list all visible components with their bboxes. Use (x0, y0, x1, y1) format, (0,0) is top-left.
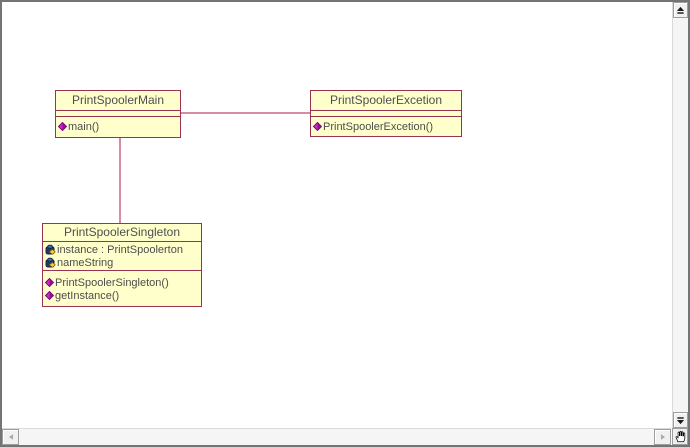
horizontal-scrollbar-track[interactable] (19, 429, 654, 445)
class-printspoolersingleton[interactable]: PrintSpoolerSingleton instance : PrintSp… (42, 223, 202, 307)
pan-corner-button[interactable] (672, 428, 688, 445)
operation-row: PrintSpoolerExcetion() (311, 120, 461, 133)
scroll-up-button[interactable] (673, 2, 688, 18)
operation-icon (58, 122, 67, 131)
pan-hand-icon (675, 430, 685, 443)
scroll-right-button[interactable] (654, 429, 671, 445)
attribute-label: nameString (57, 256, 114, 269)
operations-compartment: PrintSpoolerSingleton() getInstance() (43, 270, 201, 302)
class-name: PrintSpoolerSingleton (63, 225, 181, 239)
attribute-icon (45, 257, 56, 268)
diagram-canvas[interactable]: PrintSpoolerMain main() PrintSpoolerExce… (2, 2, 672, 428)
horizontal-scrollbar[interactable] (2, 428, 671, 445)
attributes-compartment: instance : PrintSpoolerton nameString (43, 241, 201, 270)
operations-compartment: main() (56, 116, 180, 133)
attributes-compartment (311, 110, 461, 116)
vertical-scrollbar[interactable] (672, 2, 688, 428)
class-printspoolerexcetion[interactable]: PrintSpoolerExcetion PrintSpoolerExcetio… (310, 90, 462, 137)
operations-compartment: PrintSpoolerExcetion() (311, 116, 461, 133)
scroll-left-button[interactable] (2, 429, 19, 445)
operation-label: PrintSpoolerSingleton() (55, 276, 169, 289)
class-name: PrintSpoolerMain (71, 93, 165, 107)
operation-row: main() (56, 120, 180, 133)
attribute-row: instance : PrintSpoolerton (43, 243, 201, 256)
operation-row: getInstance() (43, 289, 201, 302)
operation-icon (45, 278, 54, 287)
class-name: PrintSpoolerExcetion (329, 93, 443, 107)
operation-label: main() (68, 120, 100, 133)
attribute-icon (45, 244, 56, 255)
up-arrow-icon (676, 6, 685, 14)
class-printspoolermain[interactable]: PrintSpoolerMain main() (55, 90, 181, 138)
down-arrow-icon (676, 416, 685, 424)
operation-icon (45, 291, 54, 300)
vertical-scrollbar-track[interactable] (673, 18, 688, 412)
operation-icon (313, 122, 322, 131)
operation-row: PrintSpoolerSingleton() (43, 276, 201, 289)
association-main-excetion[interactable] (181, 112, 310, 114)
association-main-singleton[interactable] (119, 138, 121, 223)
right-arrow-icon (660, 434, 665, 440)
operation-label: getInstance() (55, 289, 120, 302)
operation-label: PrintSpoolerExcetion() (323, 120, 434, 133)
attributes-compartment (56, 110, 180, 116)
attribute-label: instance : PrintSpoolerton (57, 243, 183, 256)
scroll-down-button[interactable] (673, 412, 688, 428)
left-arrow-icon (8, 434, 13, 440)
attribute-row: nameString (43, 256, 201, 269)
